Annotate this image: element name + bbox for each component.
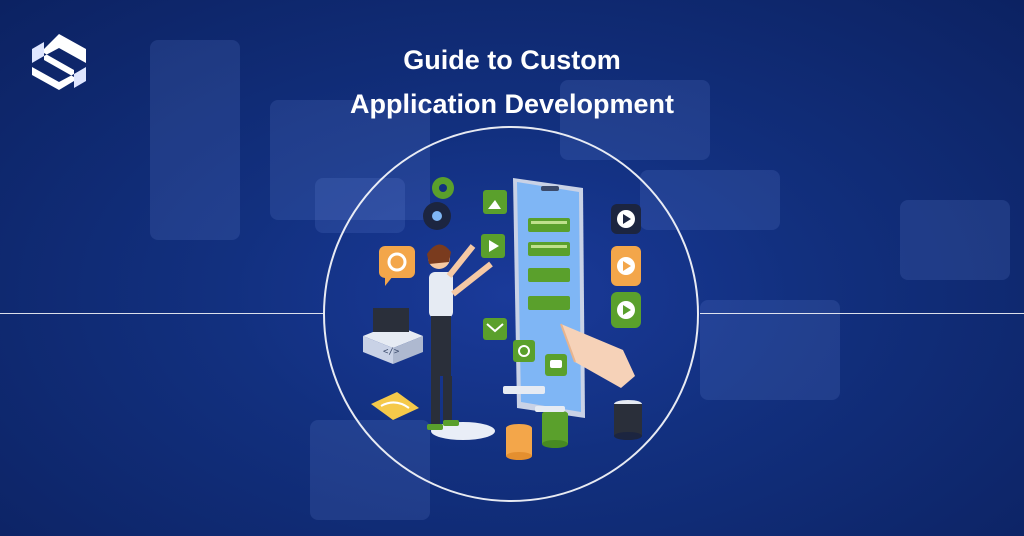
video-play-icon [611, 246, 641, 286]
ui-slat [535, 406, 565, 412]
platform-disc [431, 422, 495, 440]
illustration-frame-circle [323, 126, 699, 502]
developer-person [427, 244, 493, 430]
mail-icon [483, 318, 507, 340]
divider-line-right [700, 313, 1024, 314]
title-line-1: Guide to Custom [403, 45, 621, 75]
divider-line-left [0, 313, 323, 314]
app-development-illustration: </> [363, 177, 642, 460]
hand-pointer-icon [560, 323, 635, 388]
video-play-icon [611, 204, 641, 234]
s-hexagon-logo-icon[interactable] [30, 32, 88, 98]
paint-bucket-icon [506, 424, 532, 460]
video-play-icon [611, 292, 641, 328]
settings-bubble-icon [379, 246, 415, 286]
svg-text:</>: </> [383, 347, 400, 357]
paint-bucket-icon [542, 410, 568, 448]
page-title: Guide to Custom Application Development [0, 38, 1024, 126]
video-play-icon [481, 234, 505, 258]
background-card [900, 200, 1010, 280]
title-line-2: Application Development [349, 89, 675, 119]
gear-icon [423, 177, 454, 230]
camera-icon [513, 340, 535, 362]
background-card [150, 40, 240, 240]
code-icon: </> [363, 308, 423, 364]
card-icon [371, 392, 419, 420]
image-icon [483, 190, 507, 214]
phone-ui-bars [528, 218, 570, 310]
ui-slat [503, 386, 545, 394]
paint-bucket-icon [614, 400, 642, 440]
background-card [700, 300, 840, 400]
chat-icon [545, 354, 567, 376]
